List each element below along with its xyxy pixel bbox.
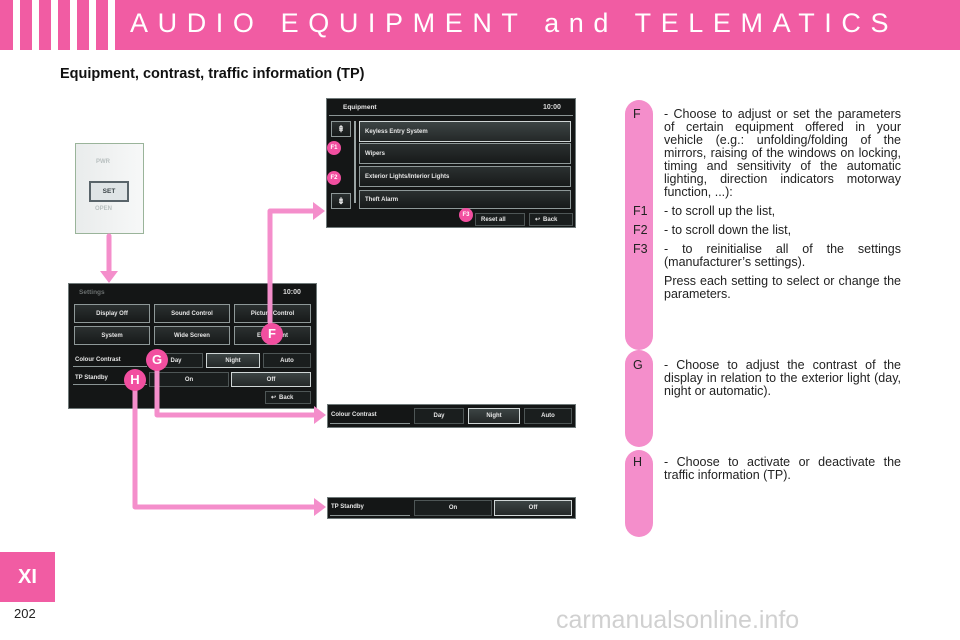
desc-text: - Choose to activate or deactivate the t… xyxy=(664,455,901,482)
settings-button: Wide Screen xyxy=(154,326,230,345)
desc-text: - to scroll up the list, xyxy=(664,204,776,218)
desc-key: F xyxy=(633,107,641,121)
description-pill-h xyxy=(625,450,653,537)
page-header: AUDIO EQUIPMENT and TELEMATICS xyxy=(0,0,960,50)
arrow-f-to-equipment xyxy=(267,208,316,325)
settings-button: System xyxy=(74,326,150,345)
back-label-text: Back xyxy=(543,216,558,223)
tp-option: On xyxy=(149,372,229,387)
back-label-text: Back xyxy=(279,394,294,401)
back-label: ↩ Back xyxy=(265,391,311,404)
key-pwr-label: PWR xyxy=(96,159,110,165)
desc-key: F3 xyxy=(633,242,648,256)
settings-button: Sound Control xyxy=(154,304,230,323)
contrast-strip-label: Colour Contrast xyxy=(331,412,377,418)
equipment-screen-clock: 10:00 xyxy=(543,104,561,111)
equipment-screen-title: Equipment xyxy=(343,104,377,111)
contrast-strip-option: Day xyxy=(414,408,464,424)
keypad-image: PWR SET OPEN xyxy=(75,143,144,234)
tp-row-label: TP Standby xyxy=(75,375,108,381)
section-title: Equipment, contrast, traffic information… xyxy=(60,66,365,82)
arrow-h-to-tp xyxy=(132,385,317,510)
description-pill-g xyxy=(625,350,653,447)
description-g: G - Choose to adjust the contrast of the … xyxy=(633,359,901,404)
contrast-strip-option: Night xyxy=(468,408,520,424)
equipment-screen: Equipment 10:00 ⇞ ⇟ Keyless Entry System… xyxy=(326,98,576,228)
tp-strip: TP Standby On Off xyxy=(327,497,576,519)
settings-screen-clock: 10:00 xyxy=(283,289,301,296)
settings-screen-title: Settings xyxy=(79,289,105,296)
callout-marker-g: G xyxy=(146,349,168,371)
description-h: H - Choose to activate or deactivate the … xyxy=(633,456,901,488)
back-label: ↩ Back xyxy=(529,213,573,226)
callout-marker-f2: F2 xyxy=(327,171,341,185)
desc-key: F2 xyxy=(633,223,648,237)
callout-marker-f1: F1 xyxy=(327,141,341,155)
scrollbar xyxy=(354,121,356,203)
equipment-item: Keyless Entry System xyxy=(359,121,571,142)
contrast-option: Night xyxy=(206,353,260,368)
desc-key: G xyxy=(633,358,643,372)
return-arrow-icon: ↩ xyxy=(271,395,277,401)
arrowhead xyxy=(313,202,325,220)
page-number: 202 xyxy=(14,606,36,621)
tp-strip-label: TP Standby xyxy=(331,504,364,510)
title-divider xyxy=(329,115,573,116)
equipment-item: Exterior Lights/Interior Lights xyxy=(359,166,571,187)
arrow-g-to-contrast xyxy=(154,365,317,418)
desc-text: - Choose to adjust the contrast of the d… xyxy=(664,358,901,398)
header-stripe xyxy=(108,0,115,50)
desc-note: Press each setting to select or change t… xyxy=(664,274,901,301)
row-underline xyxy=(73,366,147,367)
header-stripe xyxy=(51,0,58,50)
header-stripe xyxy=(13,0,20,50)
contrast-option: Auto xyxy=(263,353,311,368)
key-open-label: OPEN xyxy=(95,206,113,212)
reset-all-label: Reset all xyxy=(475,213,525,226)
return-arrow-icon: ↩ xyxy=(535,217,541,223)
chapter-tab: XI xyxy=(0,552,55,602)
settings-screen: Settings 10:00 Display Off Sound Control… xyxy=(68,283,317,409)
contrast-strip-option: Auto xyxy=(524,408,572,424)
page-title: AUDIO EQUIPMENT and TELEMATICS xyxy=(130,8,899,38)
contrast-strip: Colour Contrast Day Night Auto xyxy=(327,404,576,428)
scroll-top-icon: ⇞ xyxy=(331,121,351,137)
header-stripe xyxy=(70,0,77,50)
row-underline xyxy=(330,423,410,424)
row-underline xyxy=(330,515,410,516)
tp-strip-option: On xyxy=(414,500,492,516)
callout-marker-h: H xyxy=(124,369,146,391)
tp-option: Off xyxy=(231,372,311,387)
header-stripe xyxy=(89,0,96,50)
desc-text: - to scroll down the list, xyxy=(664,223,792,237)
desc-key: H xyxy=(633,455,643,469)
key-set-button: SET xyxy=(89,181,129,202)
header-stripe xyxy=(32,0,39,50)
row-underline xyxy=(73,384,147,385)
tp-strip-option: Off xyxy=(494,500,572,516)
arrowhead xyxy=(314,498,326,516)
watermark: carmanualsonline.info xyxy=(556,606,800,634)
desc-text: - to reinitialise all of the settings (m… xyxy=(664,242,901,269)
arrowhead xyxy=(314,406,326,424)
description-f: F - Choose to adjust or set the parameter… xyxy=(633,108,901,301)
scroll-bottom-icon: ⇟ xyxy=(331,193,351,209)
callout-marker-f: F xyxy=(261,323,283,345)
desc-text: - Choose to adjust or set the parameters… xyxy=(664,107,901,199)
desc-key: F1 xyxy=(633,204,648,218)
settings-button: Display Off xyxy=(74,304,150,323)
equipment-item: Wipers xyxy=(359,143,571,164)
description-pill-f xyxy=(625,100,653,350)
arrowhead xyxy=(100,271,118,283)
contrast-row-label: Colour Contrast xyxy=(75,357,121,363)
callout-marker-f3: F3 xyxy=(459,208,473,222)
